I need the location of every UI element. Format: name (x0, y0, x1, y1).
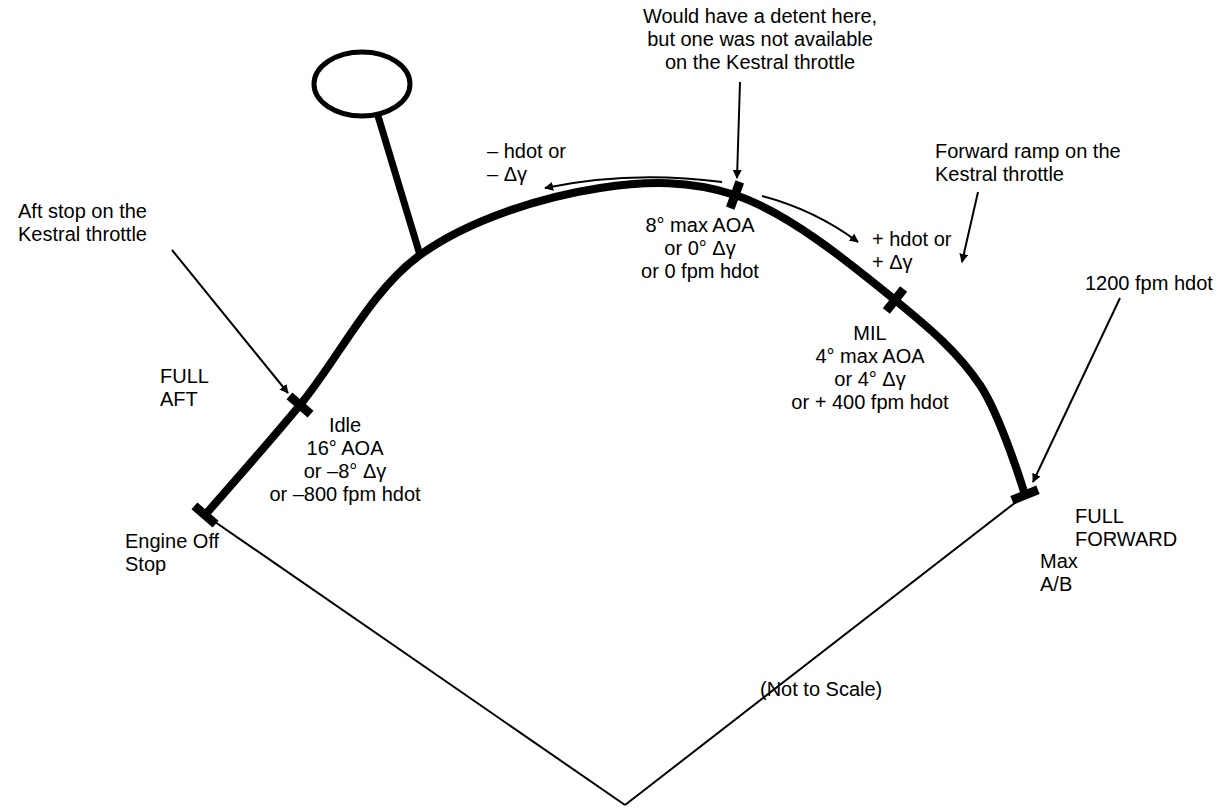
callout-label: 1200 fpm hdot (1085, 272, 1213, 295)
throttle-detent-mark (730, 182, 740, 208)
callout-label: Max A/B (1040, 550, 1090, 596)
callout-label: or 0° Δγ (664, 237, 735, 260)
quadrant-edge (625, 495, 1025, 805)
callout-label: 4° max AOA (815, 345, 924, 368)
callout-label: Engine Off Stop (125, 530, 230, 576)
throttle-grip (314, 52, 410, 116)
callout-label: FULL FORWARD (1075, 505, 1190, 551)
callout-label: Aft stop on the Kestral throttle (18, 200, 173, 246)
callout-label: Forward ramp on the Kestral throttle (935, 140, 1135, 186)
callout-label: or 4° Δγ (834, 368, 905, 391)
callout-label: or + 400 fpm hdot (791, 391, 948, 414)
throttle-stick (378, 116, 420, 255)
callout-label: + hdot or + Δγ (872, 228, 962, 274)
quadrant-edge (205, 515, 625, 805)
throttle-detent-mark (1012, 490, 1038, 500)
callout-label: Idle (329, 414, 361, 437)
callout-label: (Not to Scale) (760, 678, 882, 701)
throttle-detent-mark (194, 506, 215, 524)
callout-label: 16° AOA (307, 437, 384, 460)
callout-label: or 0 fpm hdot (641, 260, 759, 283)
callout-label: FULL AFT (160, 365, 215, 411)
leader-arrow (962, 192, 978, 262)
callout-label: Would have a detent here, but one was no… (635, 5, 885, 74)
direction-arrow (545, 177, 722, 188)
callout-label: MIL (853, 322, 886, 345)
leader-arrow (1033, 298, 1120, 482)
throttle-detent-mark (289, 396, 310, 414)
throttle-detent-mark (886, 289, 903, 311)
callout-label: – hdot or – Δγ (487, 140, 575, 186)
direction-arrow (762, 196, 858, 242)
throttle-arc (205, 183, 1025, 515)
leader-arrow (737, 82, 740, 178)
callout-label: or –8° Δγ (304, 460, 387, 483)
callout-label: or –800 fpm hdot (269, 483, 420, 506)
callout-label: 8° max AOA (645, 214, 754, 237)
